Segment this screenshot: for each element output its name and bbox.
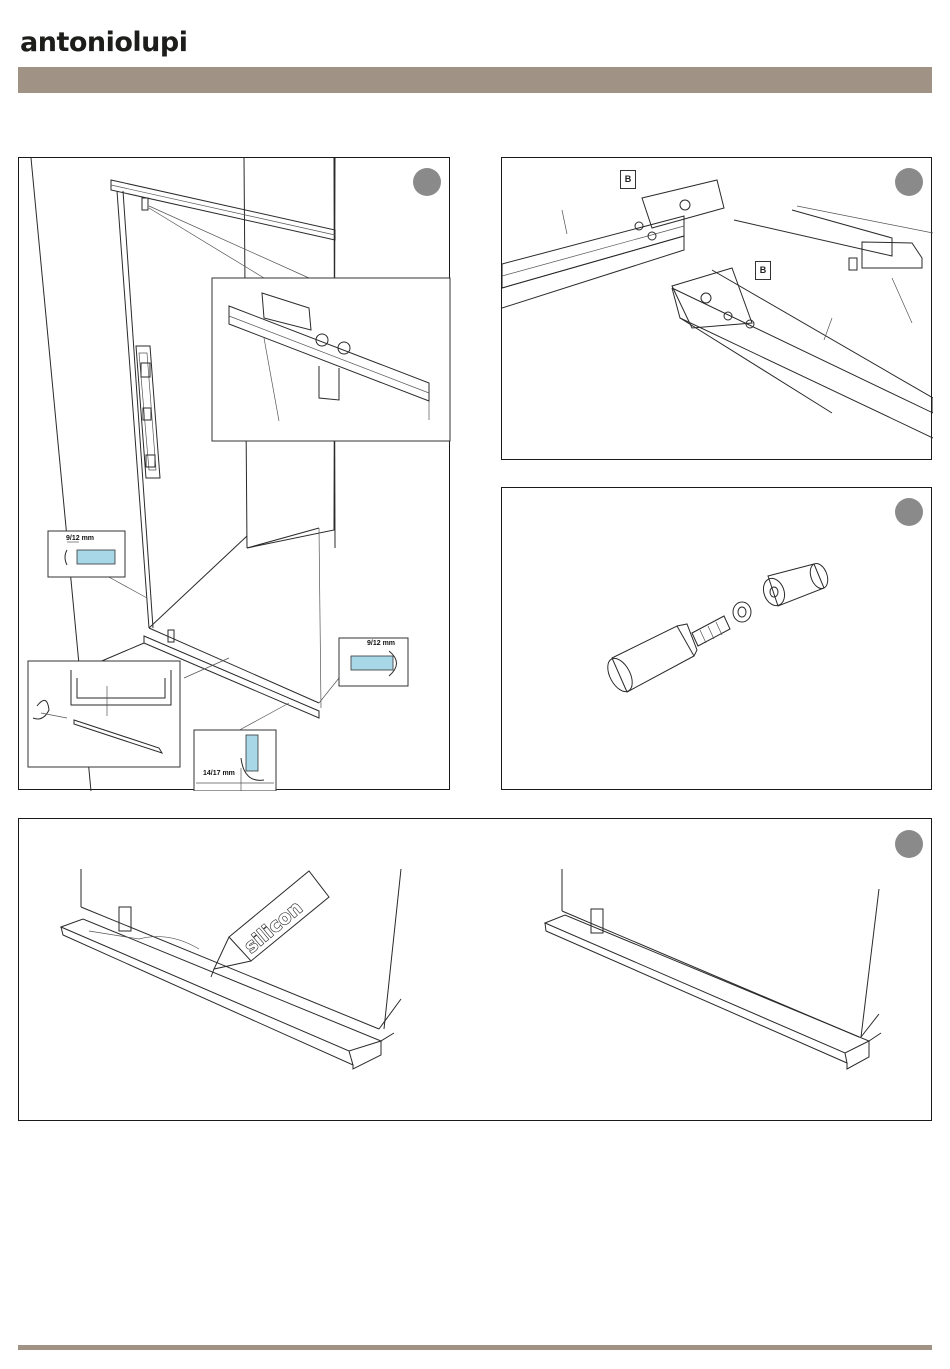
marker-b-left: B [620, 170, 636, 189]
marker-b-right: B [755, 261, 771, 280]
step-badge-4 [895, 830, 923, 858]
dimension-label-bottom: 14/17 mm [203, 770, 235, 777]
rail-connection-drawing [502, 158, 933, 461]
step-badge-2 [895, 168, 923, 196]
brand-logo: antoniolupi [20, 27, 187, 58]
dimension-label-top: 9/12 mm [66, 535, 94, 542]
footer-band [18, 1345, 932, 1350]
header-band [18, 67, 932, 93]
stopper-parts-drawing [502, 488, 933, 791]
step-badge-3 [895, 498, 923, 526]
silicon-sealing-drawing: silicon [19, 819, 933, 1122]
door-installation-drawing [19, 158, 451, 791]
step-badge-1 [413, 168, 441, 196]
panel-stopper-parts [501, 487, 932, 790]
silicon-tube-label: silicon [240, 897, 307, 958]
panel-door-installation: 9/12 mm 9/12 mm 14/17 mm [18, 157, 450, 790]
panel-rail-connection: B B [501, 157, 932, 460]
panel-silicon-sealing: silicon [18, 818, 932, 1121]
dimension-label-right: 9/12 mm [367, 640, 395, 647]
